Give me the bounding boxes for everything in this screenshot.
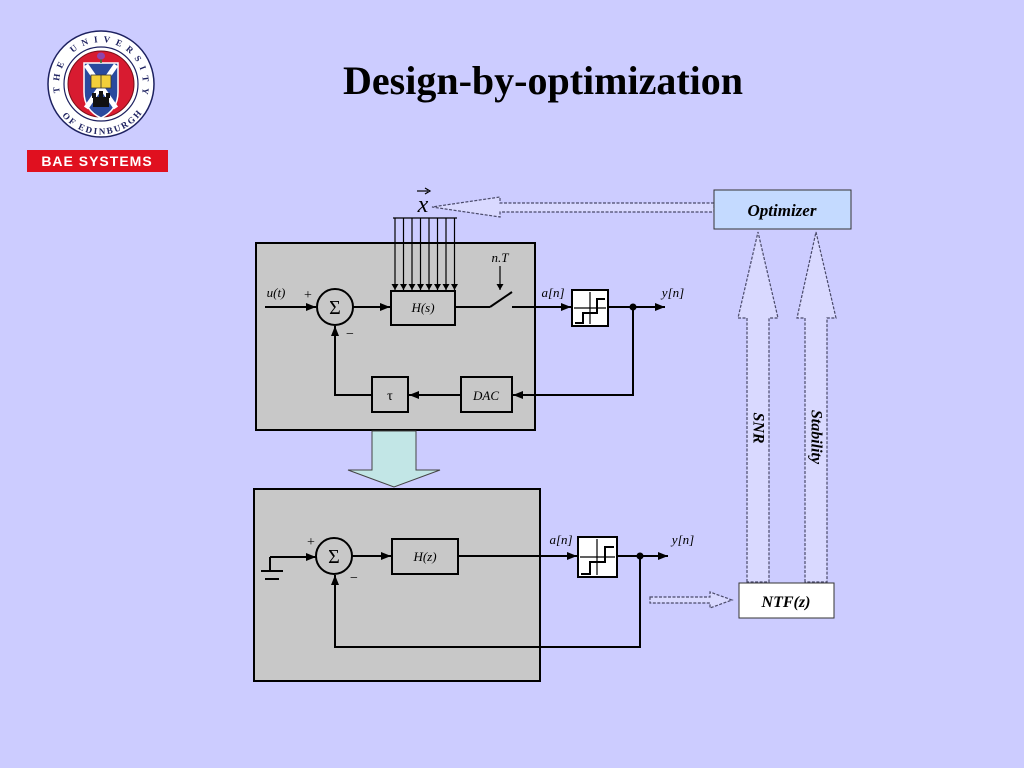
edinburgh-crest-icon: THE UNIVERSITY OF EDINBURGH [47, 30, 155, 138]
thistle-icon [97, 52, 105, 63]
dt-sum-minus-sign: − [350, 571, 358, 586]
sampling-clock-label: n.T [492, 250, 510, 265]
castle-icon [92, 91, 110, 107]
feedback-to-sum-arrow [331, 326, 372, 396]
castle-tower-right [106, 93, 110, 98]
loop-filter-label: H(s) [410, 300, 434, 315]
dt-feedback-to-sum-arrow [331, 556, 641, 648]
ct-to-dt-equivalence-arrow [347, 430, 441, 488]
quantizer-staircase-icon [575, 298, 605, 324]
slide-title: Design-by-optimization [343, 58, 743, 103]
sum-plus-sign: + [304, 288, 312, 303]
vector-arrow-head [424, 187, 432, 195]
dt-sum-plus-sign: + [307, 535, 315, 550]
dac-label: DAC [472, 388, 499, 403]
discrete-time-loop-panel [253, 488, 541, 682]
sampling-switch [489, 291, 513, 308]
quantizer-input-label: a[n] [541, 285, 564, 300]
loop-to-ntf-arrow [649, 591, 734, 609]
dt-output-signal-label: y[n] [670, 532, 694, 547]
ground-icon [261, 557, 283, 580]
delay-label: τ [387, 389, 393, 404]
dt-loop-filter-label: H(z) [412, 549, 436, 564]
snr-arrow [737, 231, 779, 583]
sum-minus-sign: − [346, 327, 354, 342]
optimizer-label: Optimizer [748, 201, 817, 220]
bae-logo-background [27, 150, 168, 172]
thistle-head [97, 52, 105, 60]
stability-arrow [796, 231, 837, 583]
castle-tower-center [99, 91, 103, 98]
snr-label: SNR [750, 412, 767, 443]
feedback-to-dac-arrow [513, 307, 634, 399]
dt-summing-symbol: Σ [328, 546, 340, 568]
ntf-label: NTF(z) [761, 594, 811, 611]
book-icon [90, 74, 112, 89]
vector-arrow-icon [417, 187, 432, 195]
summing-symbol: Σ [329, 297, 341, 319]
input-signal-label: u(t) [267, 285, 286, 300]
stability-label: Stability [808, 410, 825, 465]
bae-systems-logo: BAE SYSTEMS [27, 150, 168, 172]
castle-tower-left [92, 93, 96, 98]
dt-quantizer-staircase-icon [581, 546, 614, 575]
dt-quantizer-input-label: a[n] [549, 532, 572, 547]
ntf-box [738, 582, 835, 619]
parameter-input-arrows [391, 218, 458, 290]
castle-body [93, 97, 109, 107]
optimizer-box [713, 189, 852, 230]
dt-quantizer-grid [580, 539, 615, 575]
output-signal-label: y[n] [660, 285, 684, 300]
parameter-vector-label: x [417, 192, 429, 218]
optimizer-to-parameters-arrow [431, 196, 715, 218]
quantizer-grid [574, 292, 606, 324]
bae-logo-text: BAE SYSTEMS [41, 153, 152, 169]
